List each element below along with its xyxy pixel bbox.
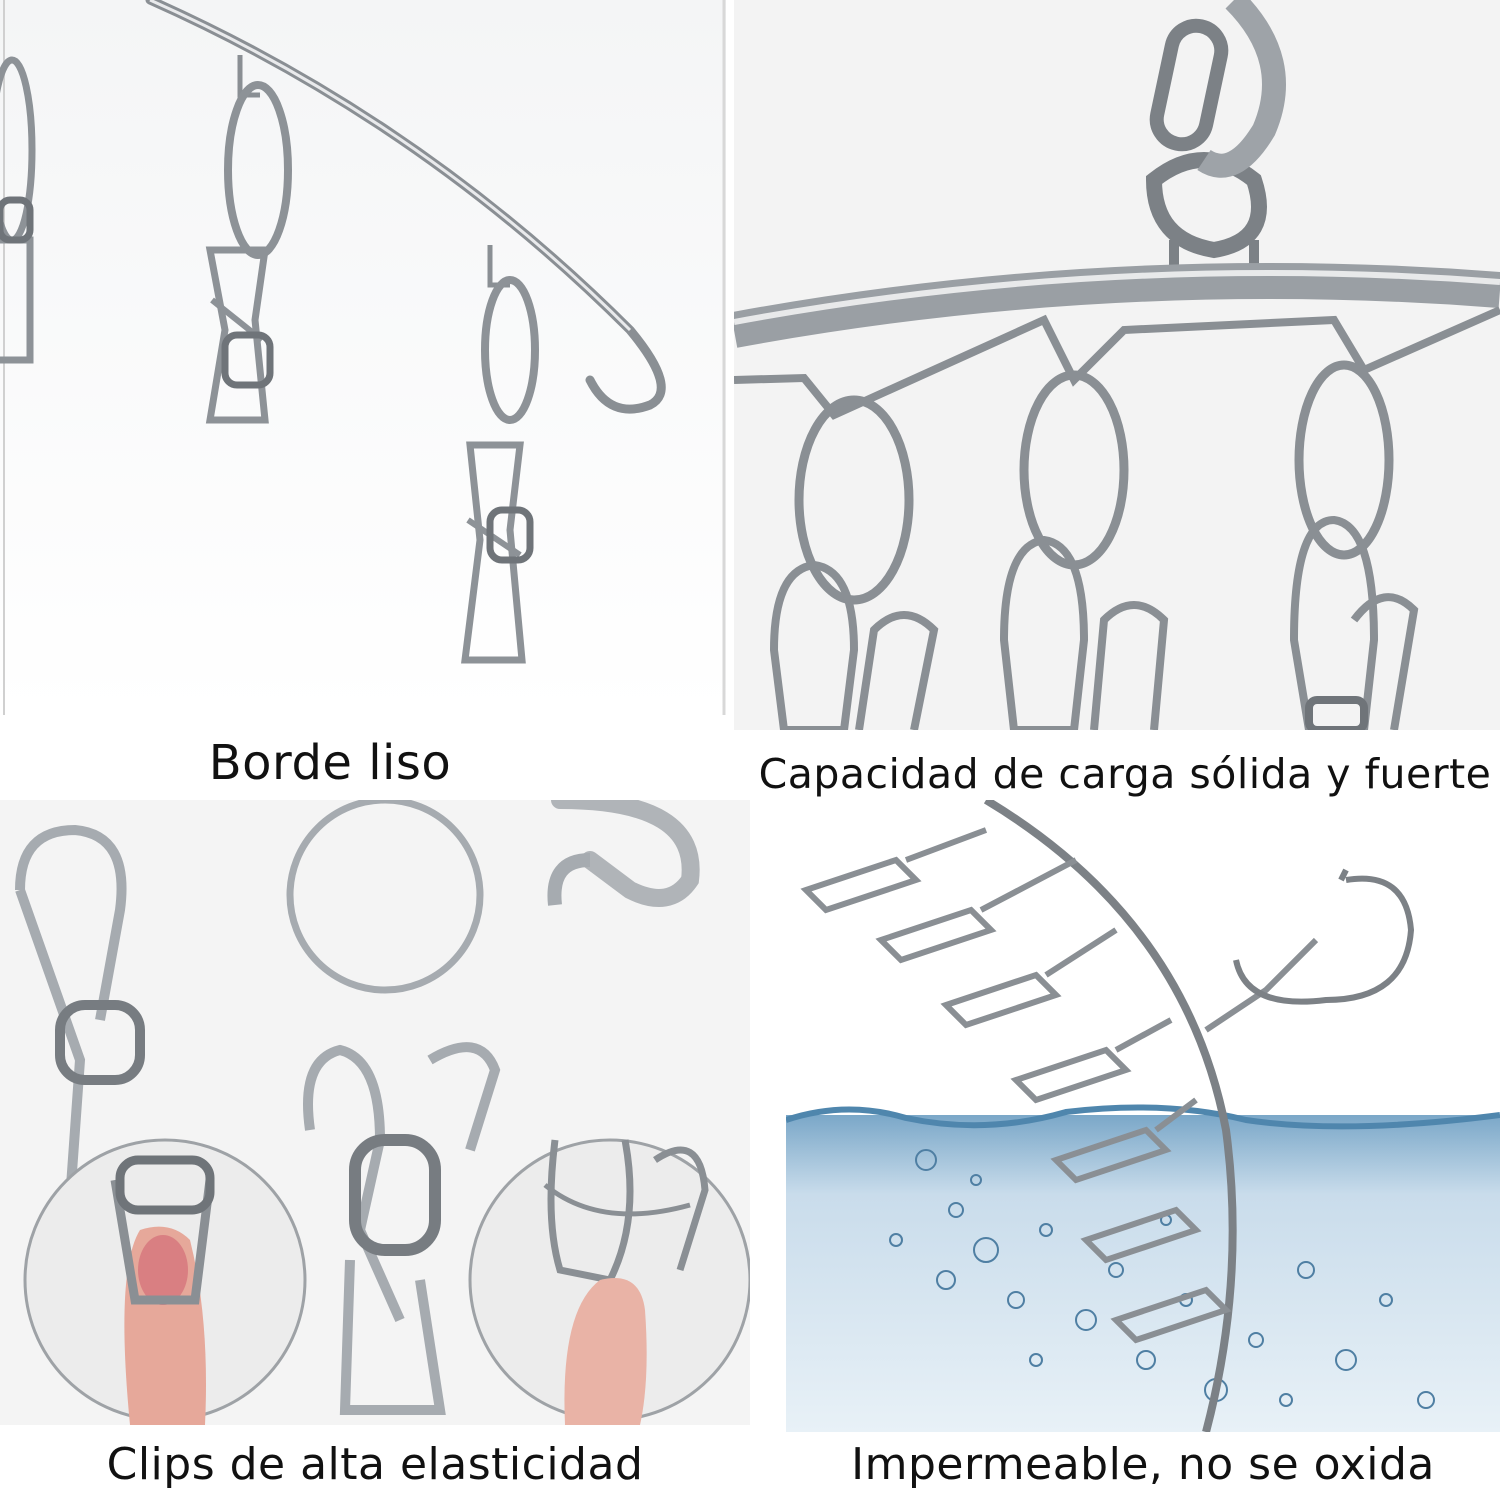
hanger-arc-image	[0, 0, 726, 715]
photo-load-capacity	[734, 0, 1500, 730]
hook-rings-closeup-image	[734, 0, 1500, 730]
hanger-in-water-image	[786, 800, 1500, 1432]
caption-waterproof: Impermeable, no se oxida	[851, 1439, 1435, 1490]
caption-elastic-clips: Clips de alta elasticidad	[106, 1439, 644, 1490]
caption-load-capacity: Capacidad de carga sólida y fuerte	[758, 750, 1492, 798]
photo-elastic-clips	[0, 800, 750, 1425]
caption-smooth-edge: Borde liso	[208, 735, 452, 791]
photo-waterproof	[786, 800, 1500, 1432]
clips-with-fingers-image	[0, 800, 750, 1425]
photo-smooth-edge	[0, 0, 726, 715]
